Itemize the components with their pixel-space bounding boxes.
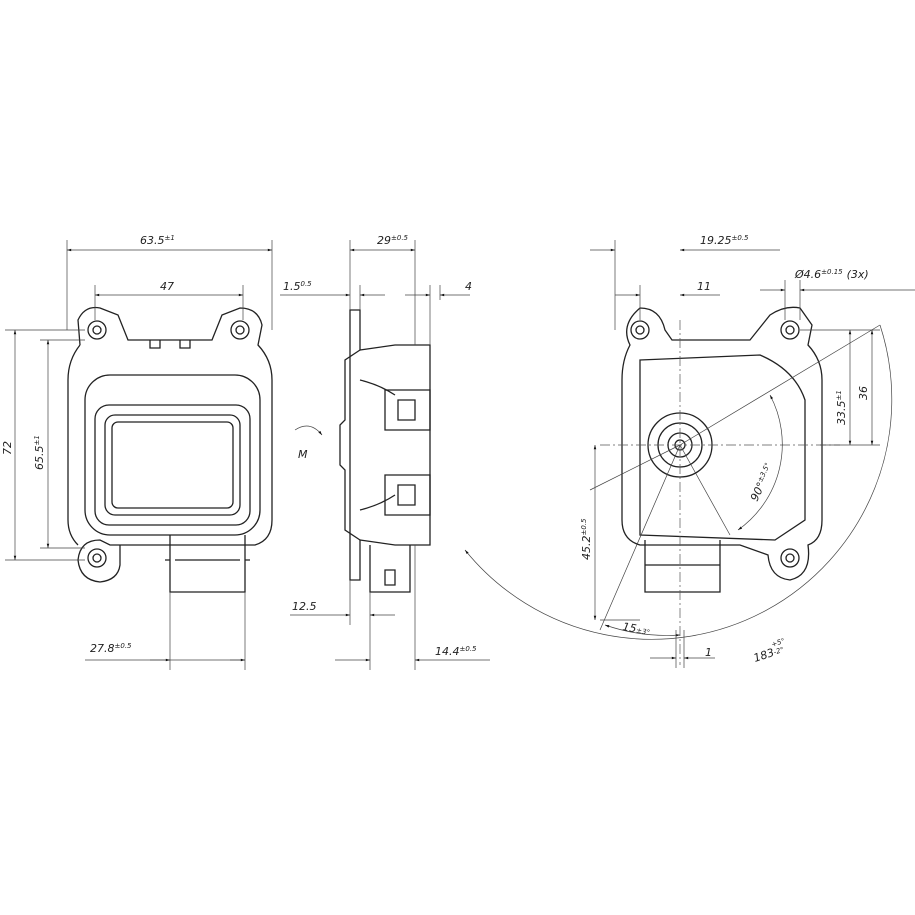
rear-dimensions: 19.25±0.5 11 Ø4.6±0.15(3x) 33.5±1 36 45.… [580, 234, 915, 668]
dimension-text-part: ±0.5 [460, 645, 478, 653]
dim-height-total: 72 [1, 441, 14, 455]
dimension-text-part: ±0.5 [391, 234, 409, 242]
dimension-text-part: ±1 [165, 234, 175, 242]
dimension-text-part: ±3.5° [756, 462, 772, 484]
dimension-text-part: 27.8 [90, 642, 115, 655]
dimension-text-part: 65.5 [33, 446, 46, 471]
dimension-text-part: ±0.5 [115, 642, 133, 650]
dim-clip: 4 [465, 280, 472, 293]
dimension-text-part: ±1 [835, 390, 843, 400]
dimension-text-part: ±0.5 [732, 234, 750, 242]
dim-shaft-offset-h: 19.25±0.5 [700, 234, 749, 247]
dim-connector-width: 27.8±0.5 [90, 642, 132, 655]
dimension-text-part: 15 [621, 620, 637, 635]
dimension-text-part: 0.5 [301, 280, 313, 288]
dim-shaft-v1: 33.5±1 [835, 390, 848, 425]
dim-hole-to-shaft: 11 [697, 280, 711, 293]
dimension-text-part: ±3° [635, 627, 650, 637]
dim-connector-offset: 12.5 [292, 600, 317, 613]
dim-hole-spacing-v: 65.5±1 [33, 435, 46, 470]
dimension-text-part: +5° [770, 637, 786, 649]
dimension-text-part: 29 [377, 234, 391, 247]
motor-symbol: M [298, 448, 308, 461]
dim-shaft-to-bottom: 45.2±0.5 [580, 518, 593, 560]
dim-angle-90: 90°±3.5° [748, 462, 777, 504]
dimension-text-part: 33.5 [835, 401, 848, 426]
dim-offset-1: 1 [705, 646, 712, 659]
dimension-text-part: 14.4 [435, 645, 460, 658]
dimension-text-part: 19.25 [700, 234, 732, 247]
dimension-text-part: ±0.15 [821, 268, 843, 276]
dim-hole-spacing-h: 47 [160, 280, 174, 293]
side-dimensions: 29±0.5 1.50.5 4 12.5 14.4±0.5 [280, 234, 490, 670]
dim-width-total: 63.5±1 [140, 234, 175, 247]
dimension-text-part: 1.5 [283, 280, 301, 293]
dimension-text-part: 45.2 [580, 536, 593, 561]
side-view: M [294, 309, 431, 593]
dimension-text-part: -2° [773, 646, 785, 657]
dimension-text-part: 90° [748, 480, 768, 503]
dim-angle-15: 15±3° [621, 620, 651, 638]
dim-depth: 29±0.5 [377, 234, 409, 247]
dimension-text-part: ±0.5 [580, 518, 588, 536]
dimension-text-part: (3x) [847, 268, 869, 281]
dimension-text-part: 183 [752, 646, 776, 665]
dim-flange: 1.50.5 [283, 280, 312, 293]
dim-hole-diameter: Ø4.6±0.15 (3x) [794, 268, 869, 281]
dimension-text-part: ±1 [33, 435, 41, 445]
dim-angle-183: 183+5°-2° [750, 637, 789, 665]
dimension-text-part: Ø4.6 [794, 268, 821, 281]
dim-shaft-v2: 36 [857, 386, 870, 400]
front-dimensions: 63.5±1 47 72 65.5±1 27.8±0.5 [1, 234, 273, 670]
rear-view [464, 306, 893, 665]
dim-connector-depth: 14.4±0.5 [435, 645, 477, 658]
front-view [67, 306, 273, 593]
dimension-text-part: 63.5 [140, 234, 165, 247]
